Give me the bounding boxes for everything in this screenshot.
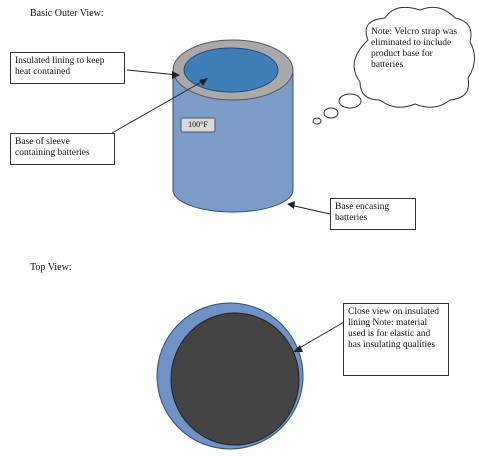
cloud-bubble-medium — [323, 107, 339, 119]
label-base-of-sleeve: Base of sleeve containing batteries — [10, 133, 115, 165]
close-view-leader — [295, 321, 345, 351]
top-view-heading: Top View: — [30, 262, 72, 273]
cylinder-top-lining — [183, 47, 279, 93]
cloud-bubble-small — [312, 117, 322, 125]
base-encasing-leader — [289, 204, 331, 215]
temperature-display: 100°F — [188, 120, 208, 129]
inner-disc — [170, 312, 300, 446]
label-close-view: Close view on insulated lining Note: mat… — [343, 303, 449, 376]
outer-leader-lines — [111, 69, 331, 215]
note-cloud-text: Note: Velcro strap was eliminated to inc… — [371, 27, 458, 70]
base-sleeve-leader — [111, 79, 206, 134]
cloud-shape — [353, 6, 475, 108]
label-insulated-lining: Insulated lining to keep heat contained — [10, 52, 125, 84]
close-view-arrowhead — [293, 345, 303, 352]
temperature-display-box — [180, 117, 216, 133]
outer-view-heading: Basic Outer View: — [30, 8, 104, 19]
top-view-figure — [156, 302, 345, 450]
lining-arrowhead — [172, 71, 180, 79]
cylinder-body — [172, 69, 294, 213]
base-encasing-arrowhead — [287, 201, 295, 209]
base-sleeve-arrowhead — [199, 78, 208, 86]
note-cloud — [312, 6, 475, 125]
cloud-bubble-large — [338, 93, 362, 109]
label-base-encasing: Base encasing batteries — [330, 198, 416, 230]
lining-leader — [126, 69, 179, 76]
